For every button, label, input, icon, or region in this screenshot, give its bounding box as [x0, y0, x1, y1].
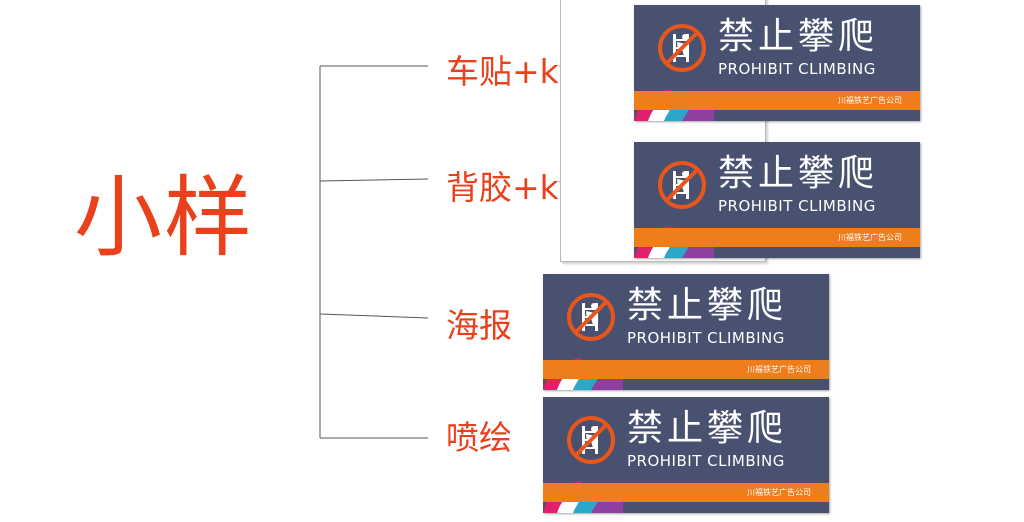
sign-stripe: [634, 228, 920, 247]
sign-title-en: PROHIBIT CLIMBING: [627, 452, 785, 470]
sign-sample-1: 川福铁艺广告公司 禁止攀爬 PROHIBIT CLIMBING: [634, 5, 920, 121]
main-title: 小样: [74, 166, 255, 269]
company-name: 川福铁艺广告公司: [747, 365, 811, 374]
no-climbing-icon: [658, 24, 706, 72]
no-climbing-icon: [567, 416, 615, 464]
company-name: 川福铁艺广告公司: [838, 96, 902, 105]
sign-title-en: PROHIBIT CLIMBING: [718, 60, 876, 78]
sign-title-cn: 禁止攀爬: [718, 153, 879, 194]
sign-title-cn: 禁止攀爬: [718, 16, 879, 57]
branch-label-poster: 海报: [446, 306, 512, 345]
sign-sample-2: 川福铁艺广告公司 禁止攀爬 PROHIBIT CLIMBING: [634, 142, 920, 258]
sign-stripe: [634, 91, 920, 110]
company-name: 川福铁艺广告公司: [838, 233, 902, 242]
sign-stripe: [543, 483, 829, 502]
branch-label-inkjet: 喷绘: [446, 418, 512, 457]
sign-title-cn: 禁止攀爬: [627, 408, 788, 449]
sign-stripe: [543, 360, 829, 379]
no-climbing-icon: [658, 161, 706, 209]
company-name: 川福铁艺广告公司: [747, 488, 811, 497]
sign-sample-3: 川福铁艺广告公司 禁止攀爬 PROHIBIT CLIMBING: [543, 274, 829, 390]
sign-title-cn: 禁止攀爬: [627, 285, 788, 326]
sign-title-en: PROHIBIT CLIMBING: [718, 197, 876, 215]
sign-title-en: PROHIBIT CLIMBING: [627, 329, 785, 347]
no-climbing-icon: [567, 293, 615, 341]
sign-sample-4: 川福铁艺广告公司 禁止攀爬 PROHIBIT CLIMBING: [543, 397, 829, 513]
